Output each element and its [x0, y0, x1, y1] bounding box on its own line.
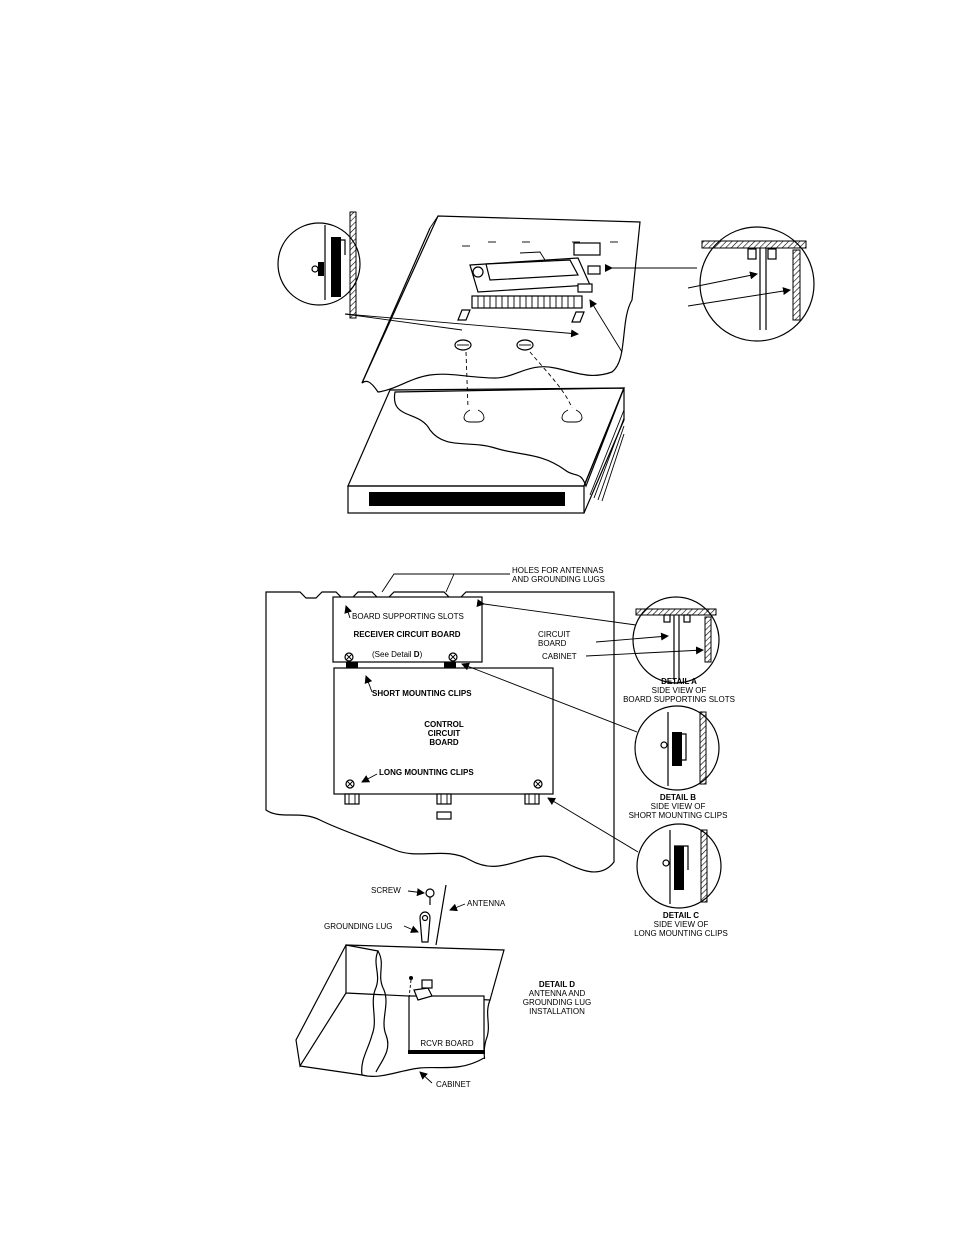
label-detail-b-line3: SHORT MOUNTING CLIPS: [629, 811, 728, 820]
label-detail-b-line2: SIDE VIEW OF: [651, 802, 706, 811]
see-detail-suffix: ): [420, 650, 423, 659]
label-see-detail: (See Detail D): [372, 650, 423, 659]
label-rcvr-board: RCVR BOARD: [420, 1039, 474, 1048]
label-receiver-board: RECEIVER CIRCUIT BOARD: [353, 630, 460, 639]
cabinet-plan-view: [265, 573, 722, 909]
label-long-mounting-clips: LONG MOUNTING CLIPS: [379, 768, 474, 777]
top-exploded-view: [277, 211, 815, 514]
label-detail-d-title: DETAIL D: [539, 980, 575, 989]
label-short-mounting-clips: SHORT MOUNTING CLIPS: [372, 689, 472, 698]
label-holes-line2: AND GROUNDING LUGS: [512, 575, 605, 584]
label-control-board-line1: CONTROL: [424, 720, 464, 729]
label-detail-a-line3: BOARD SUPPORTING SLOTS: [623, 695, 735, 704]
see-detail-letter: D: [414, 650, 420, 659]
detail-d-illustration: [295, 884, 505, 1084]
label-circuit-board-line1: CIRCUIT: [538, 630, 571, 639]
label-circuit-board-line2: BOARD: [538, 639, 567, 648]
label-cabinet-bottom: CABINET: [436, 1080, 471, 1089]
label-detail-c-title: DETAIL C: [663, 911, 699, 920]
label-detail-d-line2: ANTENNA AND: [529, 989, 586, 998]
label-detail-a-title: DETAIL A: [661, 677, 697, 686]
label-cabinet: CABINET: [542, 652, 577, 661]
label-screw: SCREW: [371, 886, 401, 895]
label-control-board-line2: CIRCUIT: [428, 729, 461, 738]
label-antenna: ANTENNA: [467, 899, 506, 908]
label-board-supporting-slots: BOARD SUPPORTING SLOTS: [352, 612, 464, 621]
label-detail-c-line3: LONG MOUNTING CLIPS: [634, 929, 728, 938]
label-grounding-lug: GROUNDING LUG: [324, 922, 392, 931]
label-control-board-line3: BOARD: [429, 738, 459, 747]
diagram-labels: HOLES FOR ANTENNAS AND GROUNDING LUGS BO…: [324, 566, 735, 1089]
label-holes-line1: HOLES FOR ANTENNAS: [512, 566, 604, 575]
label-detail-a-line2: SIDE VIEW OF: [652, 686, 707, 695]
label-detail-b-title: DETAIL B: [660, 793, 696, 802]
label-detail-d-line3: GROUNDING LUG: [523, 998, 591, 1007]
label-detail-c-line2: SIDE VIEW OF: [654, 920, 709, 929]
label-detail-d-line4: INSTALLATION: [529, 1007, 585, 1016]
see-detail-prefix: (See Detail: [372, 650, 414, 659]
